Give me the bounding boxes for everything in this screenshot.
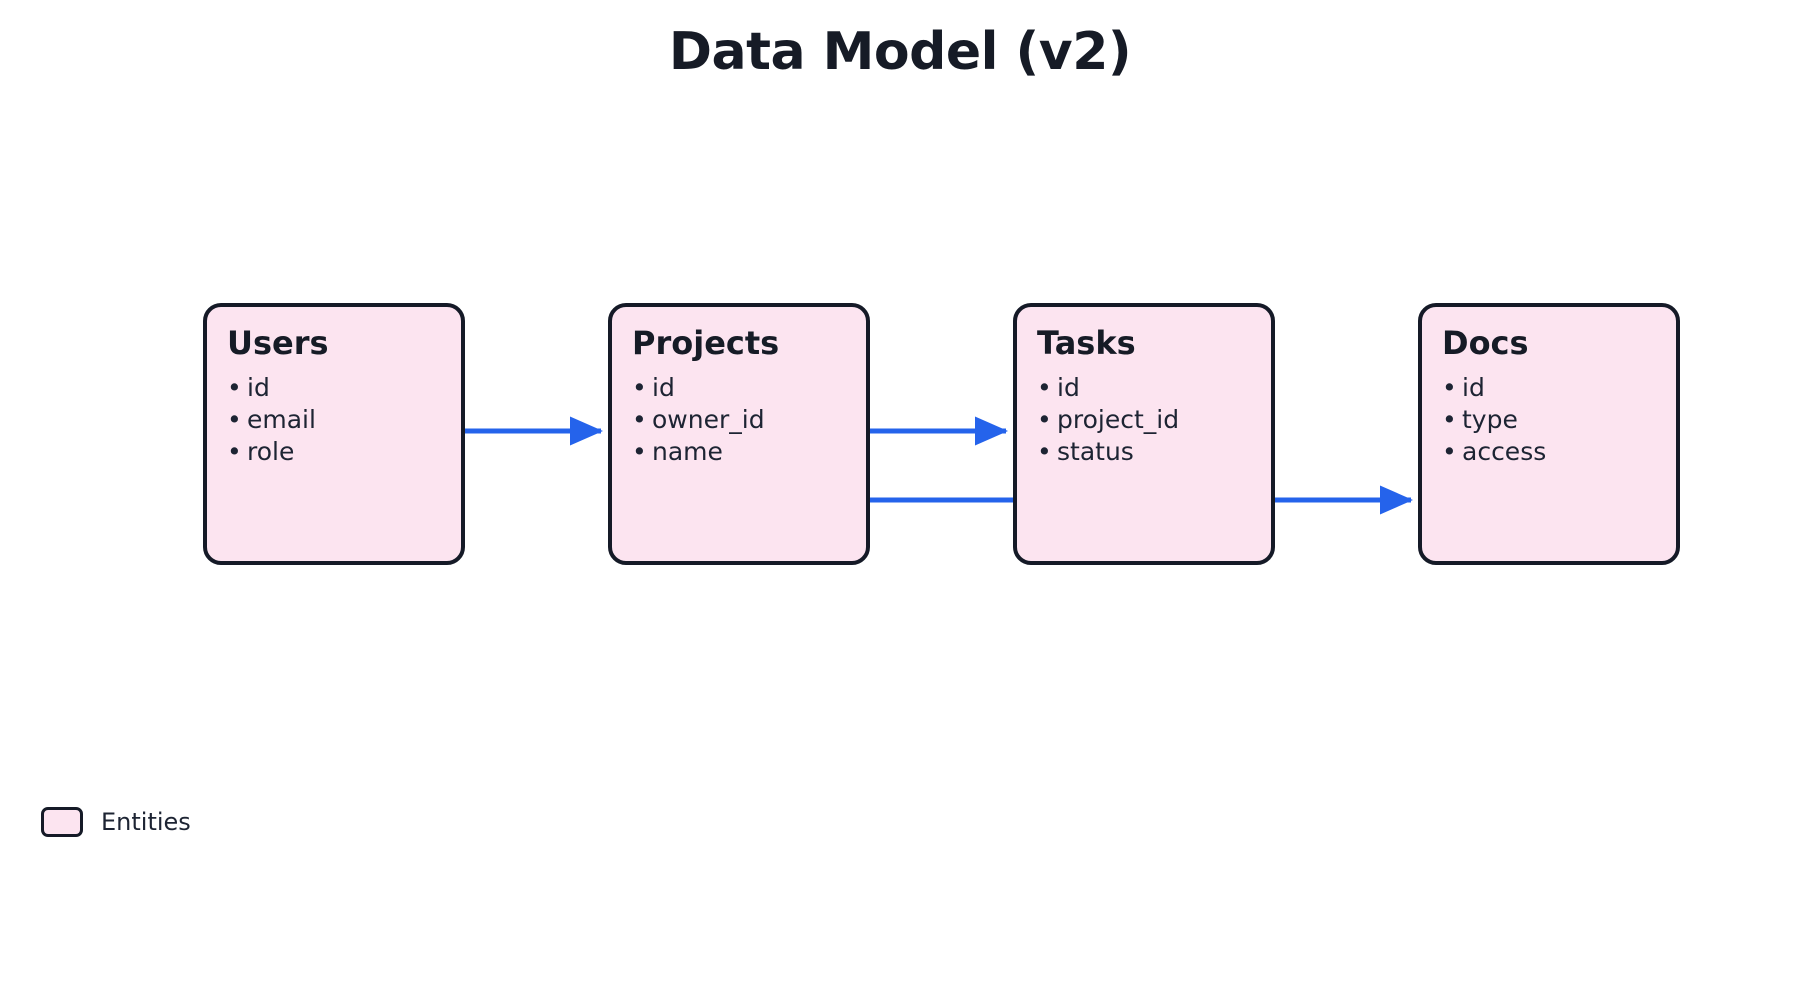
bullet-icon: • xyxy=(632,404,647,434)
entity-field-label: project_id xyxy=(1057,404,1180,434)
entity-node-docs[interactable]: Docs •id •type •access xyxy=(1418,303,1680,565)
entity-node-tasks[interactable]: Tasks •id •project_id •status xyxy=(1013,303,1275,565)
entity-field: •role xyxy=(227,436,441,468)
entity-field: •id xyxy=(1442,372,1656,404)
entity-field: •status xyxy=(1037,436,1251,468)
bullet-icon: • xyxy=(1037,372,1052,402)
entity-field: •type xyxy=(1442,404,1656,436)
entity-node-projects[interactable]: Projects •id •owner_id •name xyxy=(608,303,870,565)
entity-field: •name xyxy=(632,436,846,468)
entity-field-label: id xyxy=(1057,372,1080,402)
entity-field-label: name xyxy=(652,436,723,466)
entity-field: •id xyxy=(1037,372,1251,404)
entity-field: •id xyxy=(632,372,846,404)
entity-title: Docs xyxy=(1442,324,1529,362)
entity-title: Projects xyxy=(632,324,780,362)
bullet-icon: • xyxy=(632,436,647,466)
entity-field-label: status xyxy=(1057,436,1134,466)
entity-node-users[interactable]: Users •id •email •role xyxy=(203,303,465,565)
entity-field: •id xyxy=(227,372,441,404)
entity-field: •project_id xyxy=(1037,404,1251,436)
entity-field: •owner_id xyxy=(632,404,846,436)
entity-field-label: id xyxy=(1462,372,1485,402)
entity-title: Users xyxy=(227,324,329,362)
entity-field-label: owner_id xyxy=(652,404,765,434)
bullet-icon: • xyxy=(1037,436,1052,466)
entity-field-label: email xyxy=(247,404,316,434)
legend-swatch-entities xyxy=(41,807,83,837)
entity-field-list: •id •owner_id •name xyxy=(632,372,846,468)
legend: Entities xyxy=(41,807,191,837)
entity-field: •email xyxy=(227,404,441,436)
page-title: Data Model (v2) xyxy=(668,22,1132,82)
legend-label-entities: Entities xyxy=(101,808,191,836)
bullet-icon: • xyxy=(1037,404,1052,434)
entity-title: Tasks xyxy=(1037,324,1136,362)
bullet-icon: • xyxy=(227,404,242,434)
bullet-icon: • xyxy=(227,436,242,466)
entity-field-label: id xyxy=(247,372,270,402)
entity-field-label: id xyxy=(652,372,675,402)
entity-field-label: type xyxy=(1462,404,1518,434)
entity-field-list: •id •email •role xyxy=(227,372,441,468)
entity-field-list: •id •project_id •status xyxy=(1037,372,1251,468)
bullet-icon: • xyxy=(1442,404,1457,434)
bullet-icon: • xyxy=(632,372,647,402)
bullet-icon: • xyxy=(1442,436,1457,466)
entity-field-list: •id •type •access xyxy=(1442,372,1656,468)
bullet-icon: • xyxy=(227,372,242,402)
entity-field-label: access xyxy=(1462,436,1547,466)
entity-field: •access xyxy=(1442,436,1656,468)
bullet-icon: • xyxy=(1442,372,1457,402)
entity-field-label: role xyxy=(247,436,295,466)
